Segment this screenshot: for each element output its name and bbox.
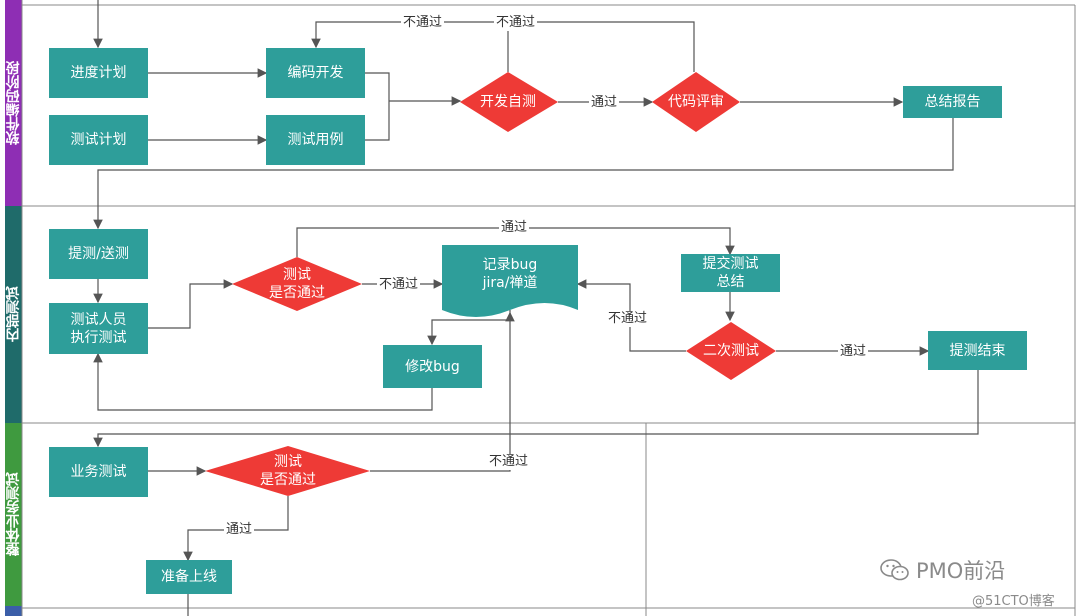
decision-test-pass-2-line-2: 是否通过 [260,472,316,488]
label-self-test-fail: 不通过 [494,15,538,31]
node-test-end: 提测结束 [928,331,1027,370]
node-record-bug-line-1: 记录bug [482,257,538,273]
decision-test-pass-1: 测试 是否通过 [250,266,344,302]
label-self-test-pass: 通过 [589,95,620,111]
node-record-bug: 记录bug jira/禅道 [442,254,578,294]
edge-summary-to-internal [93,118,954,230]
decision-code-review-shape [652,72,740,132]
lane-label-internal: 内部测试 [5,286,22,343]
decision-test-pass-1-line-2: 是否通过 [269,285,325,301]
label-test-pass-1-fail: 不通过 [377,277,421,293]
node-coding-dev: 编码开发 [266,48,365,98]
node-submit-summary-line-1: 提交测试 [702,256,759,272]
label-code-review-fail: 不通过 [401,15,445,31]
edge-end-to-business [93,370,979,448]
node-fix-bug: 修改bug [383,345,482,388]
edge-coding-merge [365,72,390,141]
node-test-cases: 测试用例 [266,115,365,165]
node-prepare-launch: 准备上线 [146,560,232,594]
label-test-pass-1-pass: 通过 [499,220,530,236]
decision-second-test: 二次测试 [703,343,759,359]
label-second-test-fail: 不通过 [606,311,650,327]
node-schedule-plan: 进度计划 [49,48,148,98]
lane-label-coding: 软件编码阶段 [5,61,22,145]
edge-tester-to-decision [148,279,234,329]
edge-decision2-fail [370,311,515,472]
node-tester-exec: 测试人员 执行测试 [49,303,148,354]
lane-bar-bottom [5,606,22,616]
decision-test-pass-1-line-1: 测试 [283,267,311,283]
node-business-test: 业务测试 [49,447,148,497]
decision-test-pass-1-shape [232,257,362,311]
record-bug-shape [442,245,578,317]
lane-bar-business [5,423,22,616]
decision-test-pass-2: 测试 是否通过 [240,453,336,489]
decision-second-test-shape [686,322,776,380]
node-submit-summary-line-2: 总结 [716,274,745,290]
wechat-icon [880,559,909,581]
label-test-pass-2-fail: 不通过 [487,454,531,470]
watermark-site: @51CTO博客 [972,594,1055,609]
decision-test-pass-2-line-1: 测试 [274,454,302,470]
label-test-pass-2-pass: 通过 [224,522,255,538]
label-second-test-pass: 通过 [838,344,869,360]
watermark-brand: PMO前沿 [880,555,1005,585]
decision-self-test-shape [460,72,558,132]
node-summary-report: 总结报告 [903,86,1002,118]
lane-bar-internal [5,206,22,423]
decision-self-test: 开发自测 [480,94,536,110]
node-submit-summary: 提交测试 总结 [681,254,780,292]
node-tester-exec-line-2: 执行测试 [70,329,127,346]
decision-code-review: 代码评审 [668,94,724,110]
lane-bar-coding [5,0,22,206]
node-record-bug-line-2: jira/禅道 [482,275,538,291]
lane-label-business: 整体业务测试 [5,472,22,557]
decision-test-pass-2-shape [205,446,370,496]
edge-fix-to-tester [93,352,433,411]
watermark-brand-text: PMO前沿 [916,559,1006,583]
node-tester-exec-line-1: 测试人员 [70,311,127,328]
node-submit-test: 提测/送测 [49,229,148,279]
node-test-plan: 测试计划 [49,115,148,165]
